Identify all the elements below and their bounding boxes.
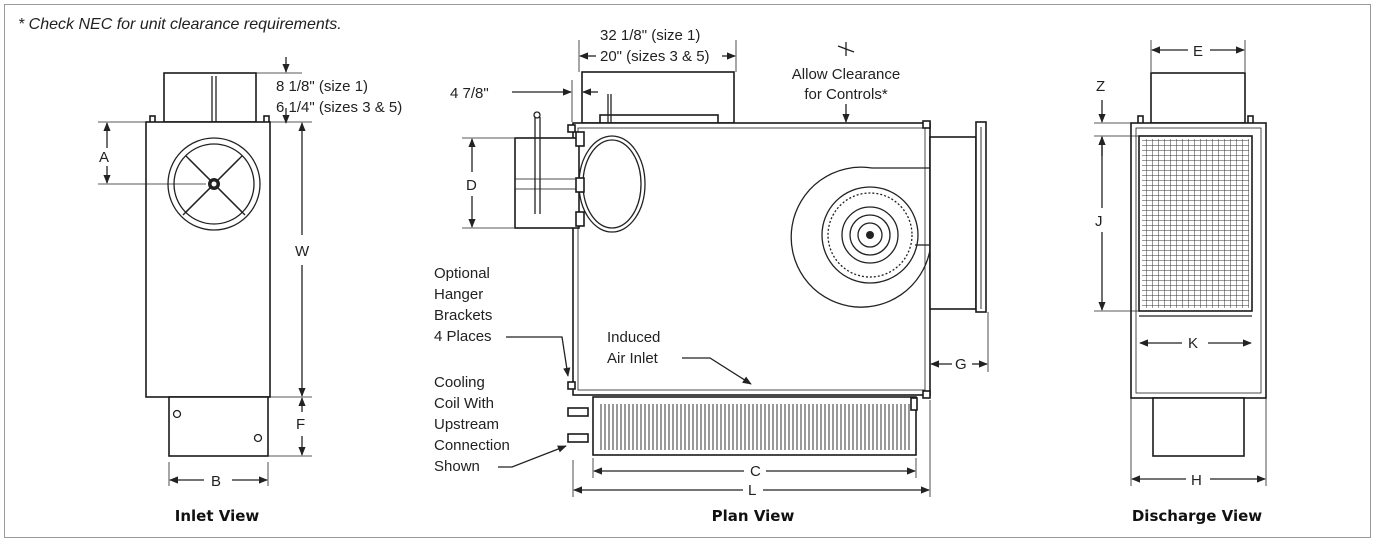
- dim-f: F: [296, 416, 305, 433]
- dim-l: L: [748, 482, 756, 499]
- dim-w: W: [295, 243, 310, 260]
- dim-k: K: [1188, 335, 1198, 352]
- coil-callout-line3: Upstream: [434, 416, 499, 433]
- inlet-view: A W F 8 1/8" (size 1) 6 1/4" (sizes 3 & …: [98, 57, 402, 525]
- dim-c: C: [750, 463, 761, 480]
- clearance-note: * Check NEC for unit clearance requireme…: [18, 16, 342, 33]
- coil-callout-line5: Shown: [434, 458, 480, 475]
- dim-a: A: [99, 149, 109, 166]
- hanger-callout-line2: Hanger: [434, 286, 483, 303]
- dim-h: H: [1191, 472, 1202, 489]
- plan-view-title: Plan View: [712, 507, 795, 525]
- dim-g: G: [955, 356, 967, 373]
- dim-collar-size1: 8 1/8" (size 1): [276, 78, 368, 95]
- discharge-view: Z J E K H Discharge View: [1094, 40, 1267, 525]
- dim-plan-size1: 32 1/8" (size 1): [600, 27, 700, 44]
- dim-d: D: [466, 177, 477, 194]
- hanger-callout-line4: 4 Places: [434, 328, 492, 345]
- coil-callout-line4: Connection: [434, 437, 510, 454]
- coil-callout-line1: Cooling: [434, 374, 485, 391]
- dim-collar-size35: 6 1/4" (sizes 3 & 5): [276, 99, 402, 116]
- dim-j: J: [1095, 213, 1103, 230]
- dim-z: Z: [1096, 78, 1105, 95]
- coil-callout-line2: Coil With: [434, 395, 494, 412]
- inlet-view-title: Inlet View: [175, 507, 260, 525]
- dim-plan-size35: 20" (sizes 3 & 5): [600, 48, 710, 65]
- dim-offset: 4 7/8": [450, 85, 489, 102]
- dim-b: B: [211, 473, 221, 490]
- controls-callout-line2: for Controls*: [804, 86, 888, 103]
- hanger-callout-line1: Optional: [434, 265, 490, 282]
- induced-callout-line2: Air Inlet: [607, 350, 659, 367]
- controls-callout-line1: Allow Clearance: [792, 66, 900, 83]
- induced-callout-line1: Induced: [607, 329, 660, 346]
- discharge-view-title: Discharge View: [1132, 507, 1262, 525]
- hanger-callout-line3: Brackets: [434, 307, 492, 324]
- dim-e: E: [1193, 43, 1203, 60]
- plan-view: 32 1/8" (size 1) 20" (sizes 3 & 5) 4 7/8…: [434, 27, 989, 525]
